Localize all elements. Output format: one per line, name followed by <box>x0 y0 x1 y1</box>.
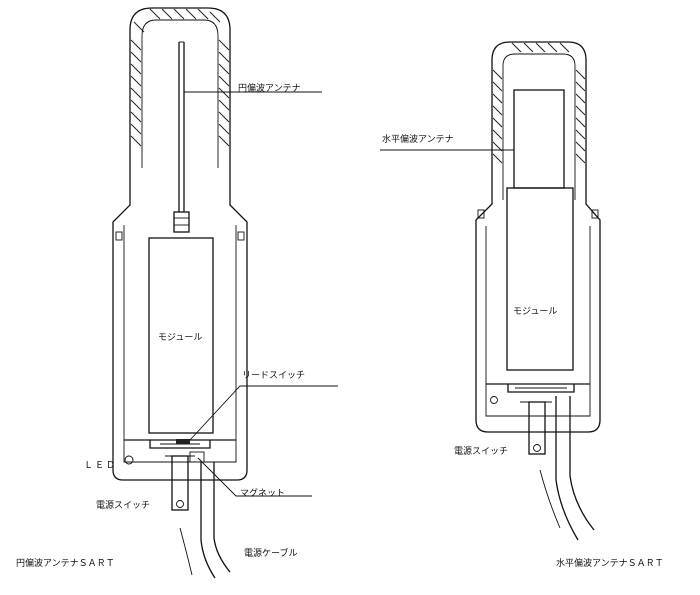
leader-magnet <box>197 457 312 497</box>
right-base-plate <box>507 384 575 393</box>
right-power-switch <box>528 401 546 455</box>
label-led: ＬＥＤ <box>84 461 118 471</box>
reed-switch <box>176 439 190 444</box>
right-sart-device <box>475 41 601 541</box>
label-power-cable: 電源ケーブル <box>244 549 298 559</box>
label-magnet: マグネット <box>240 489 286 499</box>
right-cap-outline <box>491 41 587 200</box>
right-module-box <box>506 187 574 371</box>
magnet <box>189 451 205 463</box>
left-body-inner <box>123 225 237 463</box>
caption-right-figure: 水平偏波アンテナＳＡＲＴ <box>556 559 664 569</box>
right-power-cable <box>555 396 579 541</box>
led-indicator <box>124 455 134 465</box>
left-cap-outline <box>129 7 231 168</box>
label-circular-antenna: 円偏波アンテナ <box>238 84 301 94</box>
label-left-power-switch: 電源スイッチ <box>96 501 151 511</box>
right-body-outline <box>475 200 601 433</box>
label-left-module: モジュール <box>158 333 203 343</box>
left-power-cable <box>200 462 216 579</box>
label-reed-switch: リードスイッチ <box>242 371 306 381</box>
right-cap-inner <box>502 53 576 200</box>
right-cap-hatch <box>492 42 586 164</box>
left-base-plate <box>149 440 211 449</box>
left-cap-inner <box>141 19 219 168</box>
label-right-module: モジュール <box>513 307 558 317</box>
horizontal-antenna <box>513 89 565 189</box>
leader-reed-switch <box>189 385 338 441</box>
left-cap-hatch <box>130 8 230 147</box>
label-right-power-switch: 電源スイッチ <box>454 447 509 457</box>
right-body-inner <box>485 226 591 417</box>
antenna-connector <box>173 211 190 233</box>
caption-left-figure: 円偏波アンテナＳＡＲＴ <box>16 559 115 569</box>
left-body-outline <box>112 168 248 481</box>
left-sart-device <box>112 7 248 579</box>
label-horizontal-antenna: 水平偏波アンテナ <box>382 135 454 145</box>
left-power-switch <box>171 455 189 511</box>
left-module-box <box>148 237 214 434</box>
